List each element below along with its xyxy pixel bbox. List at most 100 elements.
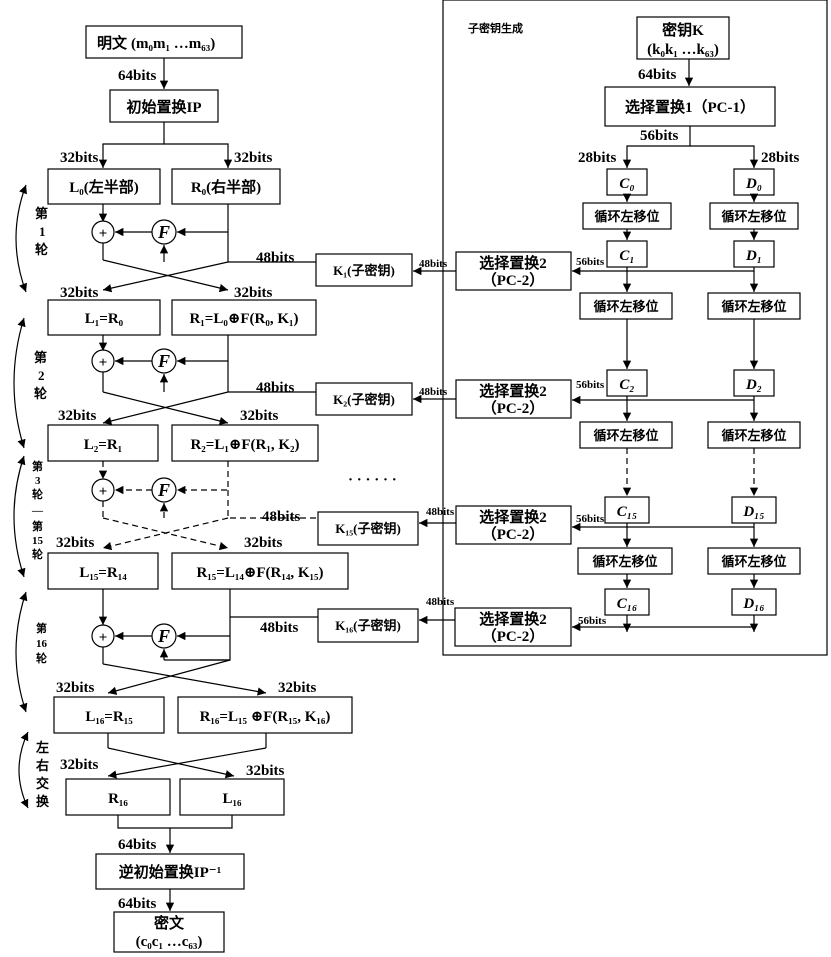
pc2-block-2 [455,379,572,419]
r0-box [171,168,281,205]
svg-text:F: F [157,351,170,371]
shift-c-1 [582,202,672,230]
bits-56-pc2-1: 56bits [576,256,605,268]
bits-32-l16: 32bits [56,680,95,696]
bits-56-key: 56bits [640,128,679,144]
shift-d-2 [707,292,801,320]
svg-text:R₂=L₁⊕F(R₁, K₂): R₂=L₁⊕F(R₁, K₂) [190,437,299,453]
bits-56-pc2-2: 56bits [576,379,605,391]
svg-text:选择置换2: 选择置换2 [479,382,547,400]
svg-text:L₂=R₁: L₂=R₁ [84,437,122,453]
key-block [636,16,730,60]
r16-box [177,696,353,734]
pc2-block-4 [454,607,572,647]
svg-text:15: 15 [32,535,44,547]
svg-text:+: + [99,630,108,646]
svg-text:选择置换1（PC-1）: 选择置换1（PC-1） [625,98,755,116]
svg-text:轮: 轮 [34,386,47,401]
svg-text:D₁: D₁ [745,248,762,264]
svg-text:第: 第 [32,459,43,473]
svg-text:—: — [31,505,44,517]
ciphertext-content: (c₀c₁ …c₆₃) [136,934,203,950]
bits-32-swap-r: 32bits [246,763,285,779]
svg-text:（PC-2）: （PC-2） [482,271,545,289]
bits-48-k16: 48bits [260,620,299,636]
shift-c-4 [577,547,673,575]
bits-56-pc2-3: 56bits [576,513,605,525]
bits-56-pc2-4: 56bits [578,615,607,627]
svg-text:第: 第 [32,519,43,533]
svg-text:循环左移位: 循环左移位 [594,209,659,224]
bits-64-c: 64bits [118,896,157,912]
svg-text:（PC-2）: （PC-2） [482,525,545,543]
bits-64-a: 64bits [118,68,157,84]
shift-c-2 [579,292,673,320]
subkey-k2 [315,382,413,416]
svg-text:交: 交 [36,776,49,791]
pc2-block-1 [455,251,572,291]
svg-text:2: 2 [38,368,45,383]
svg-text:换: 换 [36,794,50,809]
svg-text:选择置换2: 选择置换2 [479,508,547,526]
svg-text:K₁₆(子密钥): K₁₆(子密钥) [335,618,401,633]
bits-32-r16: 32bits [278,680,317,696]
svg-text:+: + [99,226,108,242]
l15-box [47,552,159,590]
bits-48-pc2-4: 48bits [426,596,455,608]
pc2-block-3 [455,505,572,545]
r2-box [171,424,319,462]
svg-text:R₁₅=L₁₄⊕F(R₁₄, K₁₅): R₁₅=L₁₄⊕F(R₁₄, K₁₅) [196,565,323,581]
l1-box [47,299,161,336]
svg-text:L₁₆: L₁₆ [223,791,243,807]
d15-box [731,496,777,524]
bits-32-r2: 32bits [240,408,279,424]
svg-text:D₀: D₀ [745,176,762,192]
svg-text:D₂: D₂ [745,377,762,393]
svg-text:选择置换2: 选择置换2 [479,254,547,272]
inverse-permutation-block [95,853,245,890]
l0-box [47,168,161,205]
svg-text:K₂(子密钥): K₂(子密钥) [333,392,395,407]
c0-box [606,168,648,196]
svg-text:L₁₅=R₁₄: L₁₅=R₁₄ [79,565,127,581]
bits-32-l2: 32bits [58,408,97,424]
d2-box [733,369,775,397]
r0-label: R₀(右半部) [191,178,261,196]
bits-48-pc2-2: 48bits [419,386,448,398]
svg-text:C₁₅: C₁₅ [617,504,637,520]
key-schedule-frame [442,0,828,656]
bits-48-pc2-3: 48bits [426,506,455,518]
bits-32-l15: 32bits [56,535,95,551]
bits-48-k1: 48bits [256,250,295,266]
svg-text:16: 16 [36,638,48,650]
svg-text:K₁₅(子密钥): K₁₅(子密钥) [335,521,401,536]
key-schedule-title: 子密钥生成 [468,21,523,35]
svg-text:第: 第 [35,206,48,221]
swap-left-box [65,778,171,816]
svg-text:R₁₆: R₁₆ [108,791,128,807]
svg-text:+: + [99,484,108,500]
svg-text:选择置换2: 选择置换2 [479,610,547,628]
plaintext-label: 明文 [97,34,128,52]
svg-text:循环左移位: 循环左移位 [593,428,658,443]
bits-32-l1: 32bits [60,285,99,301]
svg-text:F: F [157,626,170,646]
c1-box [606,240,648,268]
svg-text:第: 第 [36,621,47,635]
svg-text:轮: 轮 [36,651,47,665]
subkey-k15 [317,511,419,546]
svg-text:F: F [157,222,170,242]
bits-32-l0: 32bits [60,150,99,166]
r1-box [171,299,317,336]
svg-text:循环左移位: 循环左移位 [721,299,786,314]
ciphertext-block [113,911,225,953]
svg-text:循环左移位: 循环左移位 [721,209,786,224]
svg-text:循环左移位: 循环左移位 [721,554,786,569]
bits-48-pc2-1: 48bits [419,258,448,270]
svg-text:D₁₆: D₁₆ [742,596,764,612]
svg-text:轮: 轮 [32,487,43,501]
plaintext-content: (m₀m₁ …m₆₃) [131,36,215,52]
svg-text:R₁₆=L₁₅ ⊕F(R₁₅, K₁₆): R₁₆=L₁₅ ⊕F(R₁₅, K₁₆) [200,709,331,725]
